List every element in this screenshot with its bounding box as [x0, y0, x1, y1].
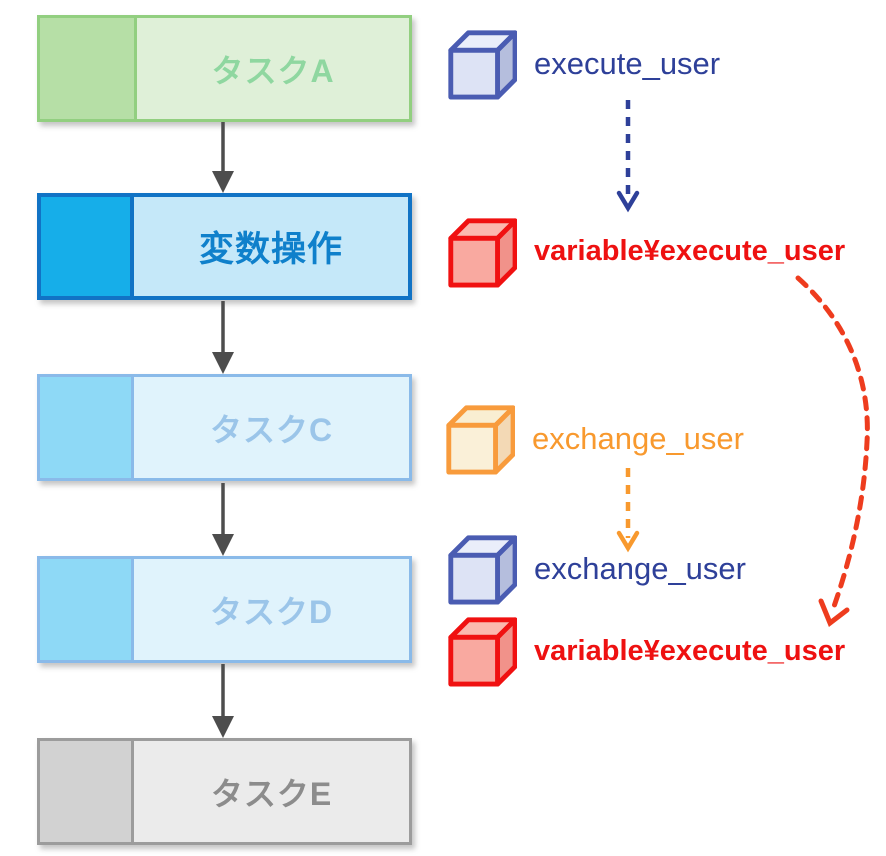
task-label: タスクE	[210, 775, 333, 812]
cube-blue-icon	[448, 30, 517, 100]
annotation-row-variable-execute-user-1: variable¥execute_user	[443, 212, 845, 291]
annotation-row-execute-user: execute_user	[443, 26, 720, 102]
dashed-arrow-execute-user	[616, 100, 640, 213]
task-box-a[interactable]: タスクA	[37, 15, 412, 122]
flow-arrow-d-to-e	[212, 664, 234, 738]
cube-blue-icon	[448, 534, 517, 605]
annotation-label: variable¥execute_user	[534, 235, 846, 267]
annotation-row-exchange-user-orange: exchange_user	[441, 400, 744, 477]
annotation-label: exchange_user	[534, 550, 746, 586]
task-label: タスクA	[211, 52, 335, 89]
task-box-e[interactable]: タスクE	[37, 738, 412, 845]
task-status-strip	[40, 741, 134, 842]
task-label: 変数操作	[198, 230, 343, 269]
cube-orange-icon	[446, 404, 515, 475]
annotation-label: exchange_user	[532, 420, 744, 456]
task-status-strip	[40, 18, 137, 119]
cube-red-icon	[448, 617, 517, 687]
cube-red-icon	[448, 217, 517, 288]
task-status-strip	[40, 377, 134, 478]
task-label: タスクD	[209, 593, 334, 630]
curved-arrow-variable-execute-user	[795, 275, 870, 627]
flow-arrow-a-to-b	[212, 122, 234, 193]
task-box-d[interactable]: タスクD	[37, 556, 412, 663]
annotation-label: execute_user	[534, 46, 721, 81]
task-status-strip	[41, 197, 134, 296]
annotation-label: variable¥execute_user	[534, 634, 846, 667]
task-label: タスクC	[209, 411, 334, 448]
task-box-variable-operation[interactable]: 変数操作	[37, 193, 412, 300]
task-status-strip	[40, 559, 134, 660]
annotation-row-exchange-user-blue: exchange_user	[443, 530, 746, 607]
flow-arrow-b-to-c	[212, 301, 234, 374]
annotation-row-variable-execute-user-2: variable¥execute_user	[443, 611, 845, 691]
task-box-c[interactable]: タスクC	[37, 374, 412, 481]
flow-arrow-c-to-d	[212, 483, 234, 556]
